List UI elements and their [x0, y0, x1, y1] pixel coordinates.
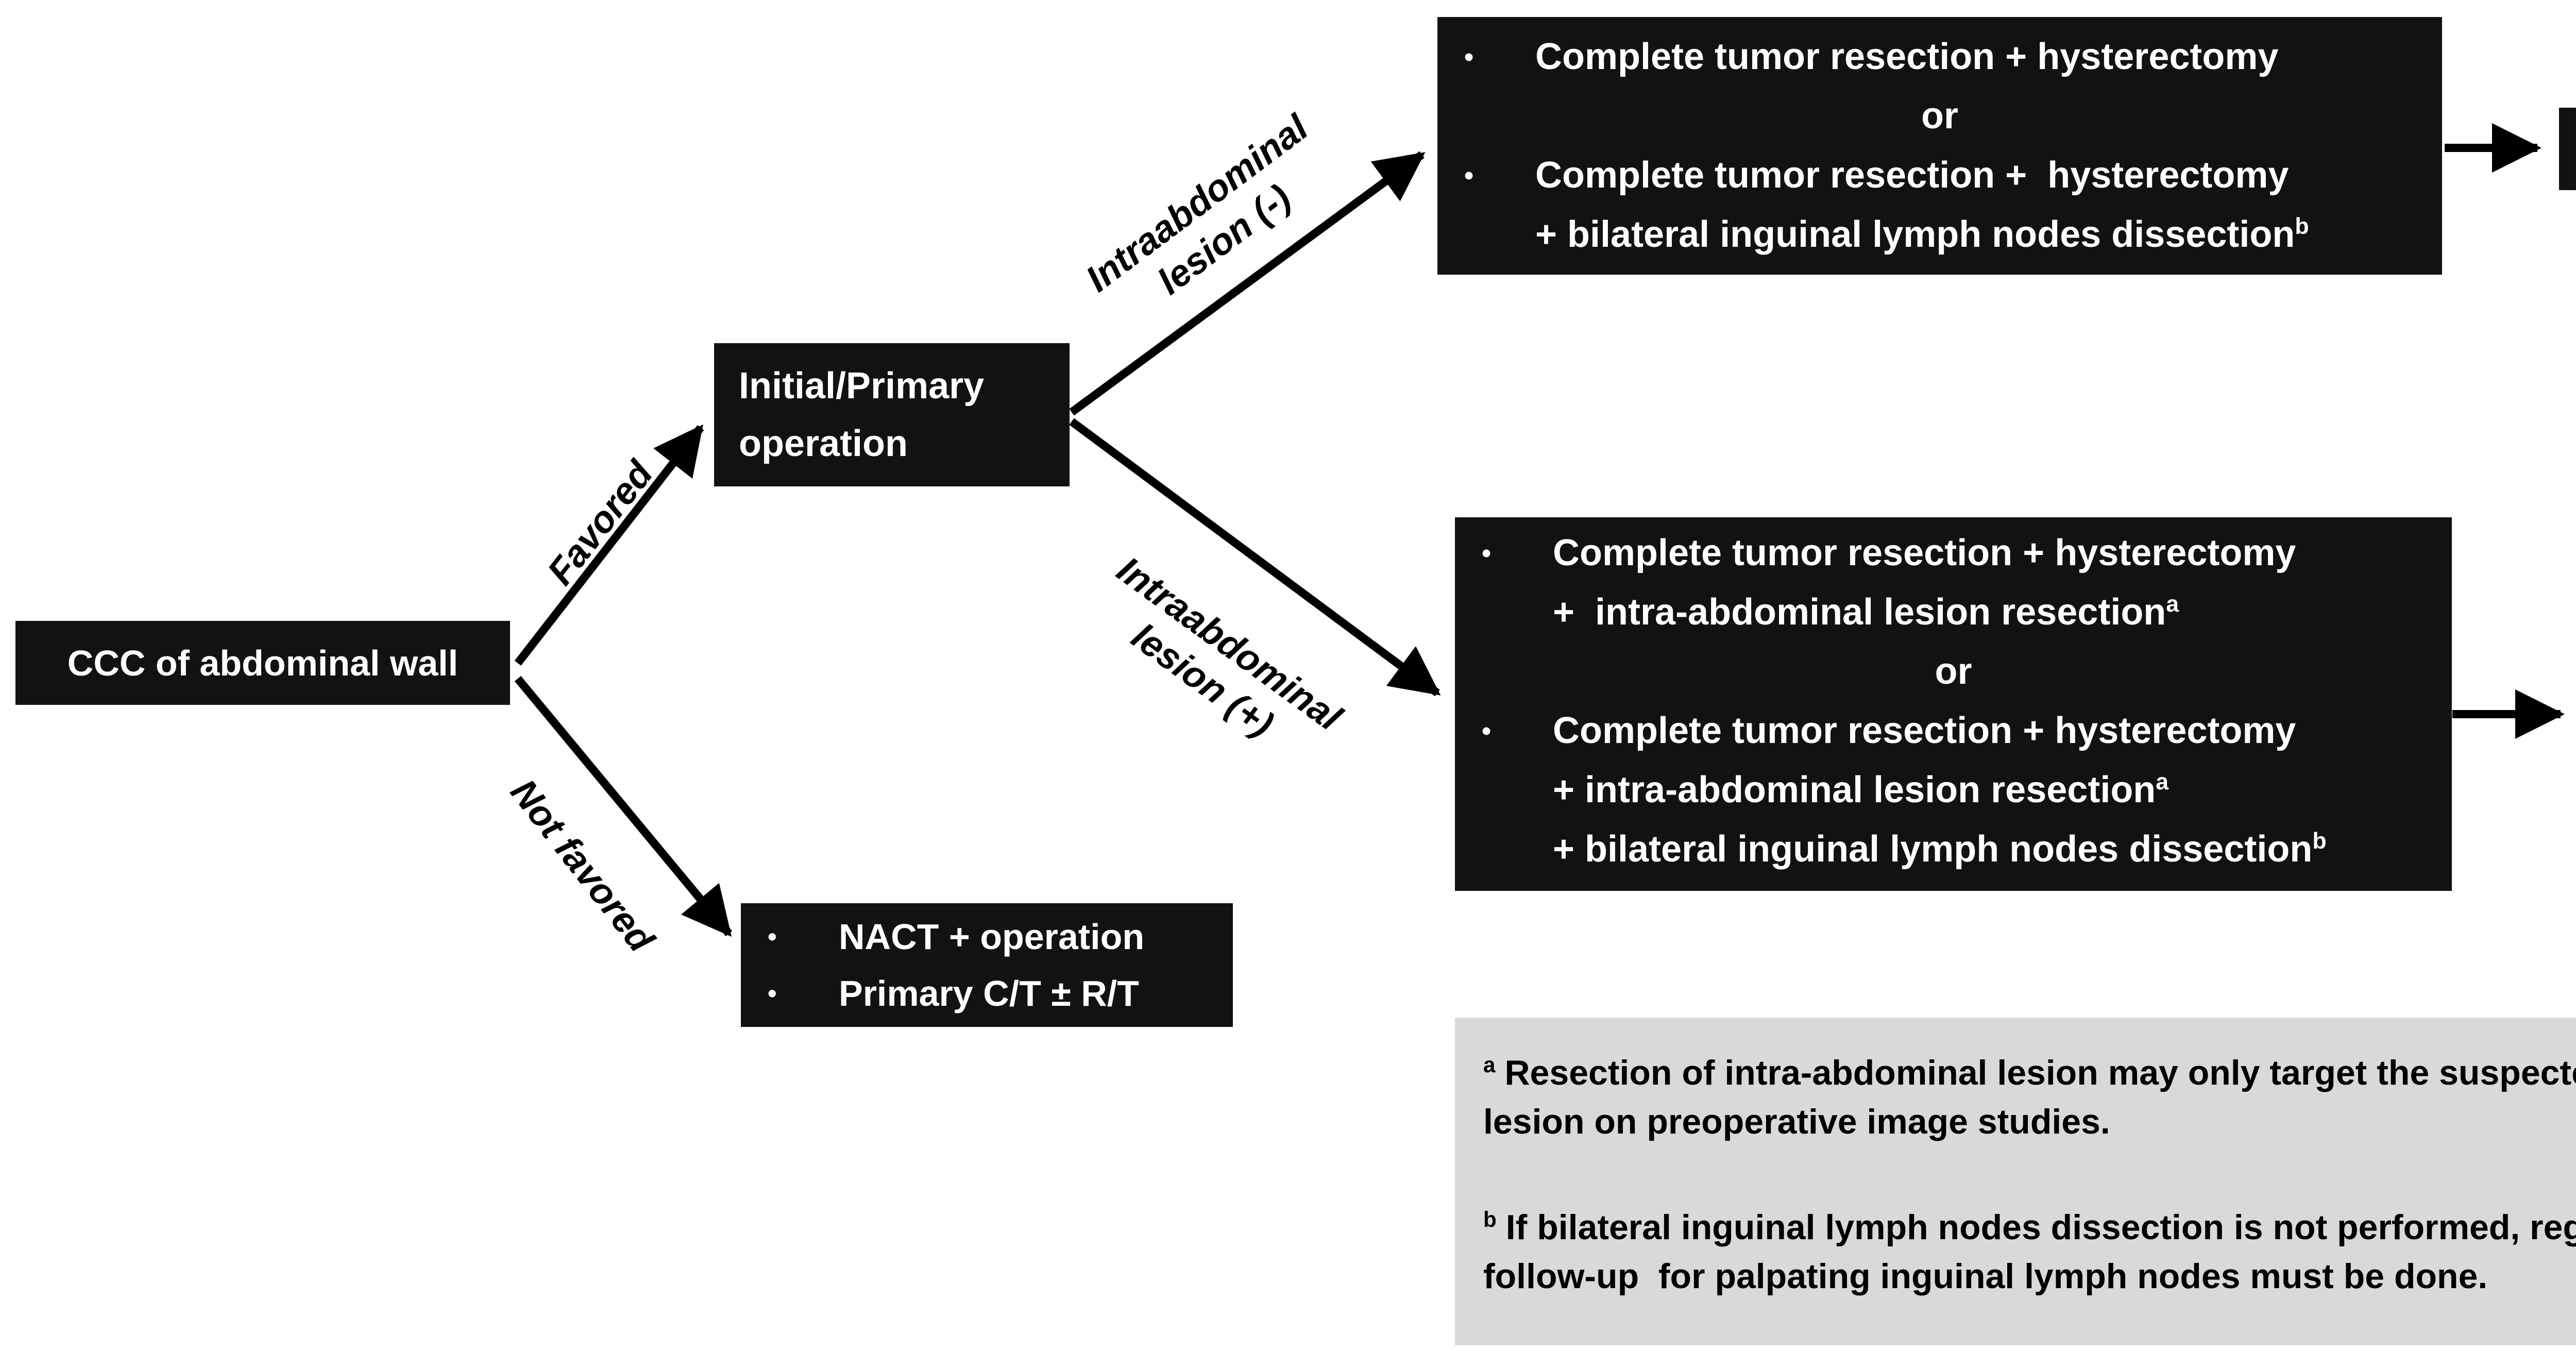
or-separator: or — [1921, 95, 1958, 137]
footnote-line: a Resection of intra-abdominal lesion may… — [1483, 1049, 2576, 1097]
footnote-ref-a: a — [2156, 769, 2169, 795]
option-text: Complete tumor resection + hysterectomy — [1553, 710, 2296, 751]
footnote-ref-a: a — [2166, 592, 2179, 617]
footnote-ref-b: b — [2295, 214, 2309, 239]
option-row: • NACT + operation — [741, 908, 1233, 965]
footnote-ref-b: b — [2312, 829, 2327, 854]
bullet-icon: • — [1464, 42, 1474, 72]
option-text: + intra-abdominal lesion resection — [1553, 592, 2166, 633]
footnotes-panel: a Resection of intra-abdominal lesion may… — [1455, 1018, 2576, 1345]
option-row: • Complete tumor resection + hysterectom… — [1455, 701, 2452, 761]
footnote-line: follow-up for palpating inguinal lymph n… — [1483, 1257, 2488, 1296]
node-initial-primary-operation: Initial/Primary operation — [714, 343, 1070, 486]
node-ccc-abdominal-wall: CCC of abdominal wall — [15, 621, 510, 705]
bullet-icon: • — [768, 922, 777, 951]
or-separator: or — [1935, 651, 1972, 692]
arrow-lesion-negative — [1069, 151, 1426, 416]
footnote-marker-b: b — [1483, 1207, 1497, 1232]
option-text: NACT + operation — [839, 917, 1145, 957]
arrow-favored — [514, 424, 704, 666]
node-label-line: operation — [739, 423, 908, 464]
bullet-icon: • — [1482, 716, 1492, 746]
bullet-icon: • — [768, 978, 777, 1008]
footnote-line: b If bilateral inguinal lymph nodes disse… — [1483, 1203, 2576, 1252]
arrow-not-favored — [514, 675, 733, 937]
option-text: Complete tumor resection + hysterectomy — [1535, 155, 2289, 196]
option-continuation: + intra-abdominal lesion resectiona — [1553, 583, 2452, 642]
node-surgery-lesion-positive: • Complete tumor resection + hysterectom… — [1455, 517, 2452, 891]
option-row: • Complete tumor resection + hysterectom… — [1437, 27, 2442, 87]
option-continuation: + intra-abdominal lesion resectiona — [1553, 761, 2452, 820]
footnote-marker-a: a — [1483, 1053, 1496, 1077]
footnote-text: Resection of intra-abdominal lesion may … — [1504, 1053, 2576, 1092]
node-nact-primary-ct: • NACT + operation • Primary C/T ± R/T — [741, 903, 1233, 1027]
node-label: CCC of abdominal wall — [67, 643, 459, 683]
option-text: + bilateral inguinal lymph nodes dissect… — [1553, 829, 2313, 870]
node-label-line: Initial/Primary — [739, 365, 985, 407]
option-row: • Complete tumor resection + hysterectom… — [1455, 523, 2452, 583]
option-continuation: + bilateral inguinal lymph nodes dissect… — [1535, 205, 2442, 264]
arrow-lesion-positive — [1069, 418, 1441, 697]
option-text: + intra-abdominal lesion resection — [1553, 769, 2156, 810]
option-text: Primary C/T ± R/T — [839, 973, 1140, 1014]
option-text: Complete tumor resection + hysterectomy — [1535, 36, 2279, 77]
footnote-text: If bilateral inguinal lymph nodes dissec… — [1505, 1208, 2576, 1247]
option-row: • Primary C/T ± R/T — [741, 965, 1233, 1022]
footnote-a: a Resection of intra-abdominal lesion may… — [1483, 1049, 2576, 1146]
bullet-icon: • — [1482, 538, 1492, 568]
option-text: + bilateral inguinal lymph nodes dissect… — [1535, 214, 2295, 255]
node-adjuvant-ct-top: Adjuvant C/T — [2559, 108, 2576, 190]
node-surgery-lesion-negative: • Complete tumor resection + hysterectom… — [1437, 17, 2442, 275]
option-text: Complete tumor resection + hysterectomy — [1553, 532, 2296, 573]
option-row: • Complete tumor resection + hysterectom… — [1437, 146, 2442, 205]
footnote-line: lesion on preoperative image studies. — [1483, 1102, 2110, 1141]
footnote-b: b If bilateral inguinal lymph nodes disse… — [1483, 1203, 2576, 1301]
option-continuation: + bilateral inguinal lymph nodes dissect… — [1553, 820, 2452, 879]
bullet-icon: • — [1464, 160, 1474, 190]
